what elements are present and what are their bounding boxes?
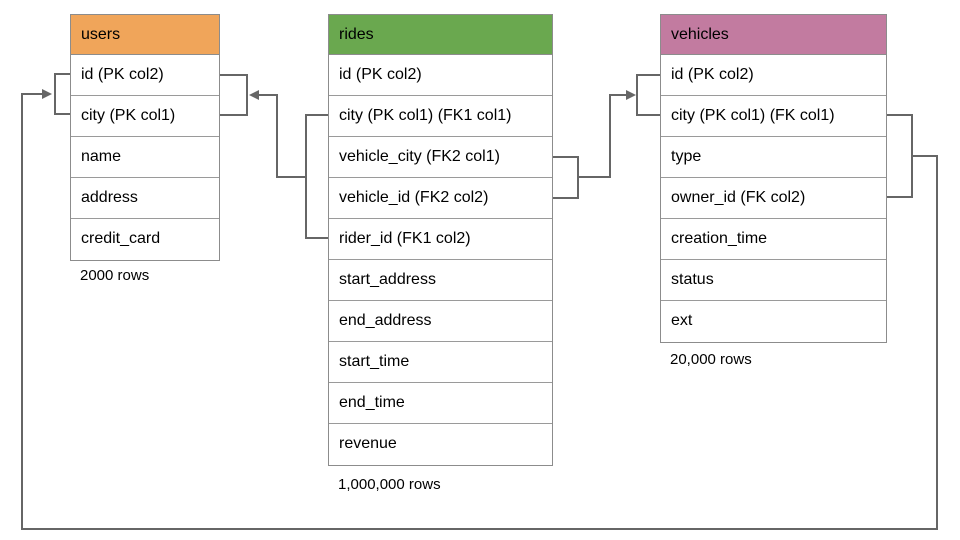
table-users-col-city: city (PK col1) [71,96,219,137]
table-users-col-name: name [71,137,219,178]
fk-line-vehicles-to-users [21,93,938,530]
table-vehicles: vehicles id (PK col2) city (PK col1) (FK… [660,14,887,343]
table-users-header: users [71,15,219,55]
table-rides-col-city: city (PK col1) (FK1 col1) [329,96,552,137]
fk-bracket-rides-left [305,114,328,239]
table-vehicles-col-ext: ext [661,301,886,342]
table-vehicles-col-status: status [661,260,886,301]
table-rides-col-start-address: start_address [329,260,552,301]
fk-line-rides-to-users [259,94,306,178]
table-vehicles-col-creation-time: creation_time [661,219,886,260]
table-rides-col-rider-id: rider_id (FK1 col2) [329,219,552,260]
fk-bracket-users-left [54,73,70,115]
table-users: users id (PK col2) city (PK col1) name a… [70,14,220,261]
table-users-rowcount: 2000 rows [80,267,150,284]
table-vehicles-col-owner-id: owner_id (FK col2) [661,178,886,219]
table-rides: rides id (PK col2) city (PK col1) (FK1 c… [328,14,553,466]
table-users-col-credit-card: credit_card [71,219,219,260]
table-vehicles-rowcount: 20,000 rows [670,351,752,368]
table-vehicles-header: vehicles [661,15,886,55]
table-rides-col-vehicle-city: vehicle_city (FK2 col1) [329,137,552,178]
table-vehicles-col-type: type [661,137,886,178]
table-users-col-id: id (PK col2) [71,55,219,96]
table-rides-col-end-address: end_address [329,301,552,342]
fk-bracket-rides-right [553,156,579,199]
table-rides-col-revenue: revenue [329,424,552,465]
table-rides-header: rides [329,15,552,55]
fk-bracket-users-right [220,74,248,116]
fk-line-rides-to-vehicles [578,94,627,178]
table-users-col-address: address [71,178,219,219]
arrowhead-vehicles-to-users-icon [42,89,52,99]
table-rides-rowcount: 1,000,000 rows [338,476,441,493]
table-rides-col-id: id (PK col2) [329,55,552,96]
table-rides-col-end-time: end_time [329,383,552,424]
arrowhead-rides-to-users-icon [249,90,259,100]
arrowhead-rides-to-vehicles-icon [626,90,636,100]
table-rides-col-vehicle-id: vehicle_id (FK2 col2) [329,178,552,219]
table-rides-col-start-time: start_time [329,342,552,383]
fk-bracket-vehicles-left [636,74,660,116]
fk-bracket-vehicles-right [887,114,913,198]
table-vehicles-col-city: city (PK col1) (FK col1) [661,96,886,137]
table-vehicles-col-id: id (PK col2) [661,55,886,96]
